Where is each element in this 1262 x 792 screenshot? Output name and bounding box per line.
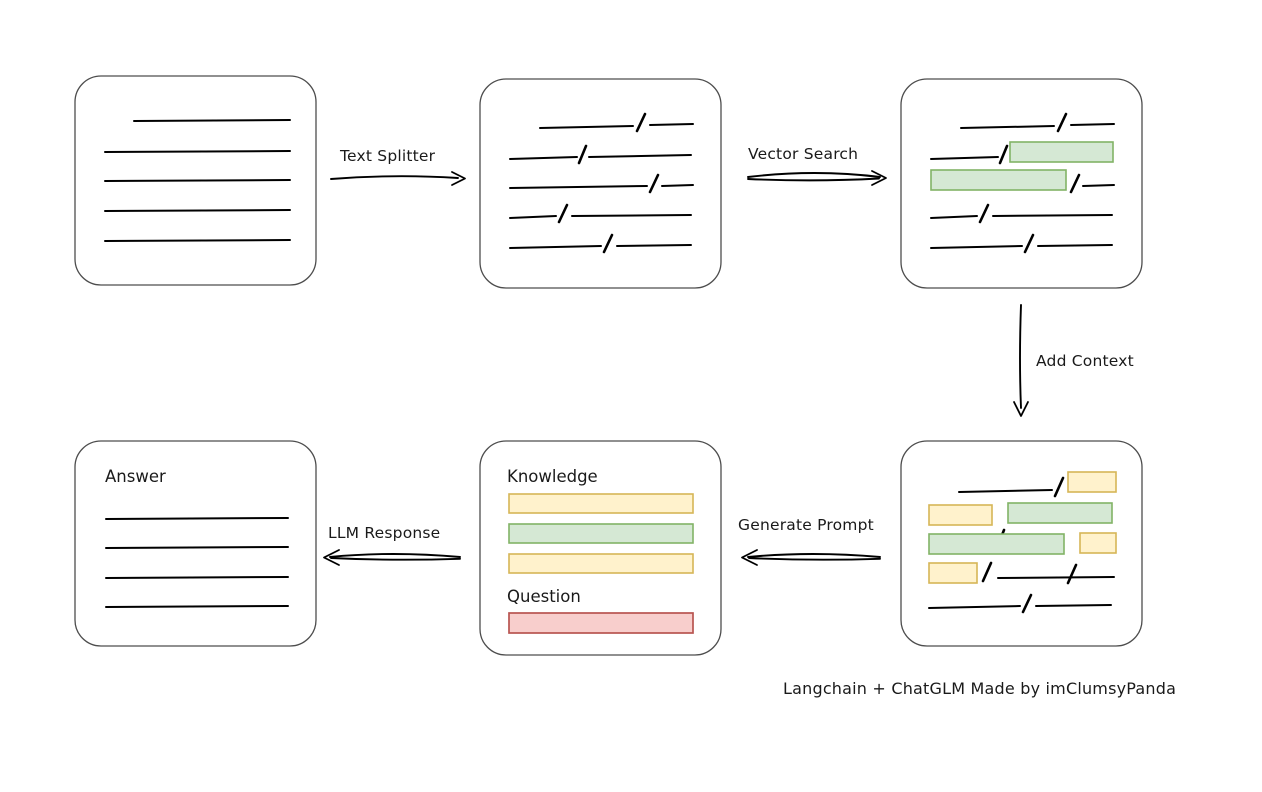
question-label: Question: [507, 587, 581, 606]
question-bar-red: [508, 612, 694, 634]
green-highlight: [930, 169, 1067, 191]
context-document-highlights: [928, 471, 1117, 584]
answer-box[interactable]: [74, 440, 317, 647]
node-answer[interactable]: Answer: [74, 440, 317, 647]
edge-label-vector-search: Vector Search: [748, 145, 859, 163]
vector-search-arrow-shaft-upper: [747, 172, 881, 178]
knowledge-bar-yellow-1: [508, 493, 694, 514]
edge-label-generate-prompt: Generate Prompt: [738, 516, 874, 534]
edge-text-splitter[interactable]: [330, 171, 466, 186]
footer-credit: Langchain + ChatGLM Made by imClumsyPand…: [783, 679, 1177, 698]
green-highlight: [928, 533, 1065, 555]
edge-vector-search[interactable]: [747, 170, 887, 186]
text-splitter-arrow-head: [451, 171, 466, 186]
edge-label-text-splitter: Text Splitter: [340, 147, 436, 165]
yellow-highlight: [928, 562, 978, 584]
add-context-arrow-head: [1013, 401, 1029, 417]
node-vector-matches[interactable]: [900, 78, 1143, 289]
add-context-arrow-shaft: [1019, 304, 1022, 409]
vector-search-arrow-head: [871, 170, 887, 186]
node-split-document[interactable]: [479, 78, 722, 289]
source-document-lines: [104, 119, 291, 242]
yellow-highlight: [928, 504, 993, 526]
vector-matches-lines: [930, 112, 1115, 254]
edge-label-llm-response: LLM Response: [328, 524, 441, 542]
node-source-document[interactable]: [74, 75, 317, 286]
llm-response-arrow-head: [323, 549, 340, 566]
generate-prompt-arrow-head: [741, 549, 758, 566]
generate-prompt-arrow-shaft-lower: [748, 557, 881, 561]
edge-generate-prompt[interactable]: [741, 549, 881, 566]
llm-response-arrow-shaft-lower: [330, 557, 461, 561]
llm-response-arrow-shaft-upper: [329, 553, 461, 558]
edge-label-add-context: Add Context: [1036, 352, 1134, 370]
answer-lines: [105, 517, 289, 608]
yellow-highlight: [1079, 532, 1117, 554]
edge-llm-response[interactable]: [323, 549, 461, 566]
generate-prompt-arrow-shaft-upper: [747, 553, 881, 558]
split-document-box[interactable]: [479, 78, 722, 289]
edge-add-context[interactable]: [1013, 304, 1029, 417]
context-document-lines: [928, 476, 1115, 614]
knowledge-label: Knowledge: [507, 467, 598, 486]
yellow-highlight: [1067, 471, 1117, 493]
node-context-document[interactable]: [900, 440, 1143, 647]
green-highlight: [1009, 141, 1114, 163]
vector-matches-highlights: [930, 141, 1114, 191]
split-document-lines: [509, 112, 694, 254]
node-prompt[interactable]: Knowledge Question: [479, 440, 722, 656]
knowledge-bar-green: [508, 523, 694, 544]
green-highlight: [1007, 502, 1113, 524]
vector-search-arrow-shaft-lower: [747, 177, 880, 182]
text-splitter-arrow-shaft: [330, 175, 459, 180]
answer-label: Answer: [105, 467, 166, 486]
knowledge-bar-yellow-2: [508, 553, 694, 574]
